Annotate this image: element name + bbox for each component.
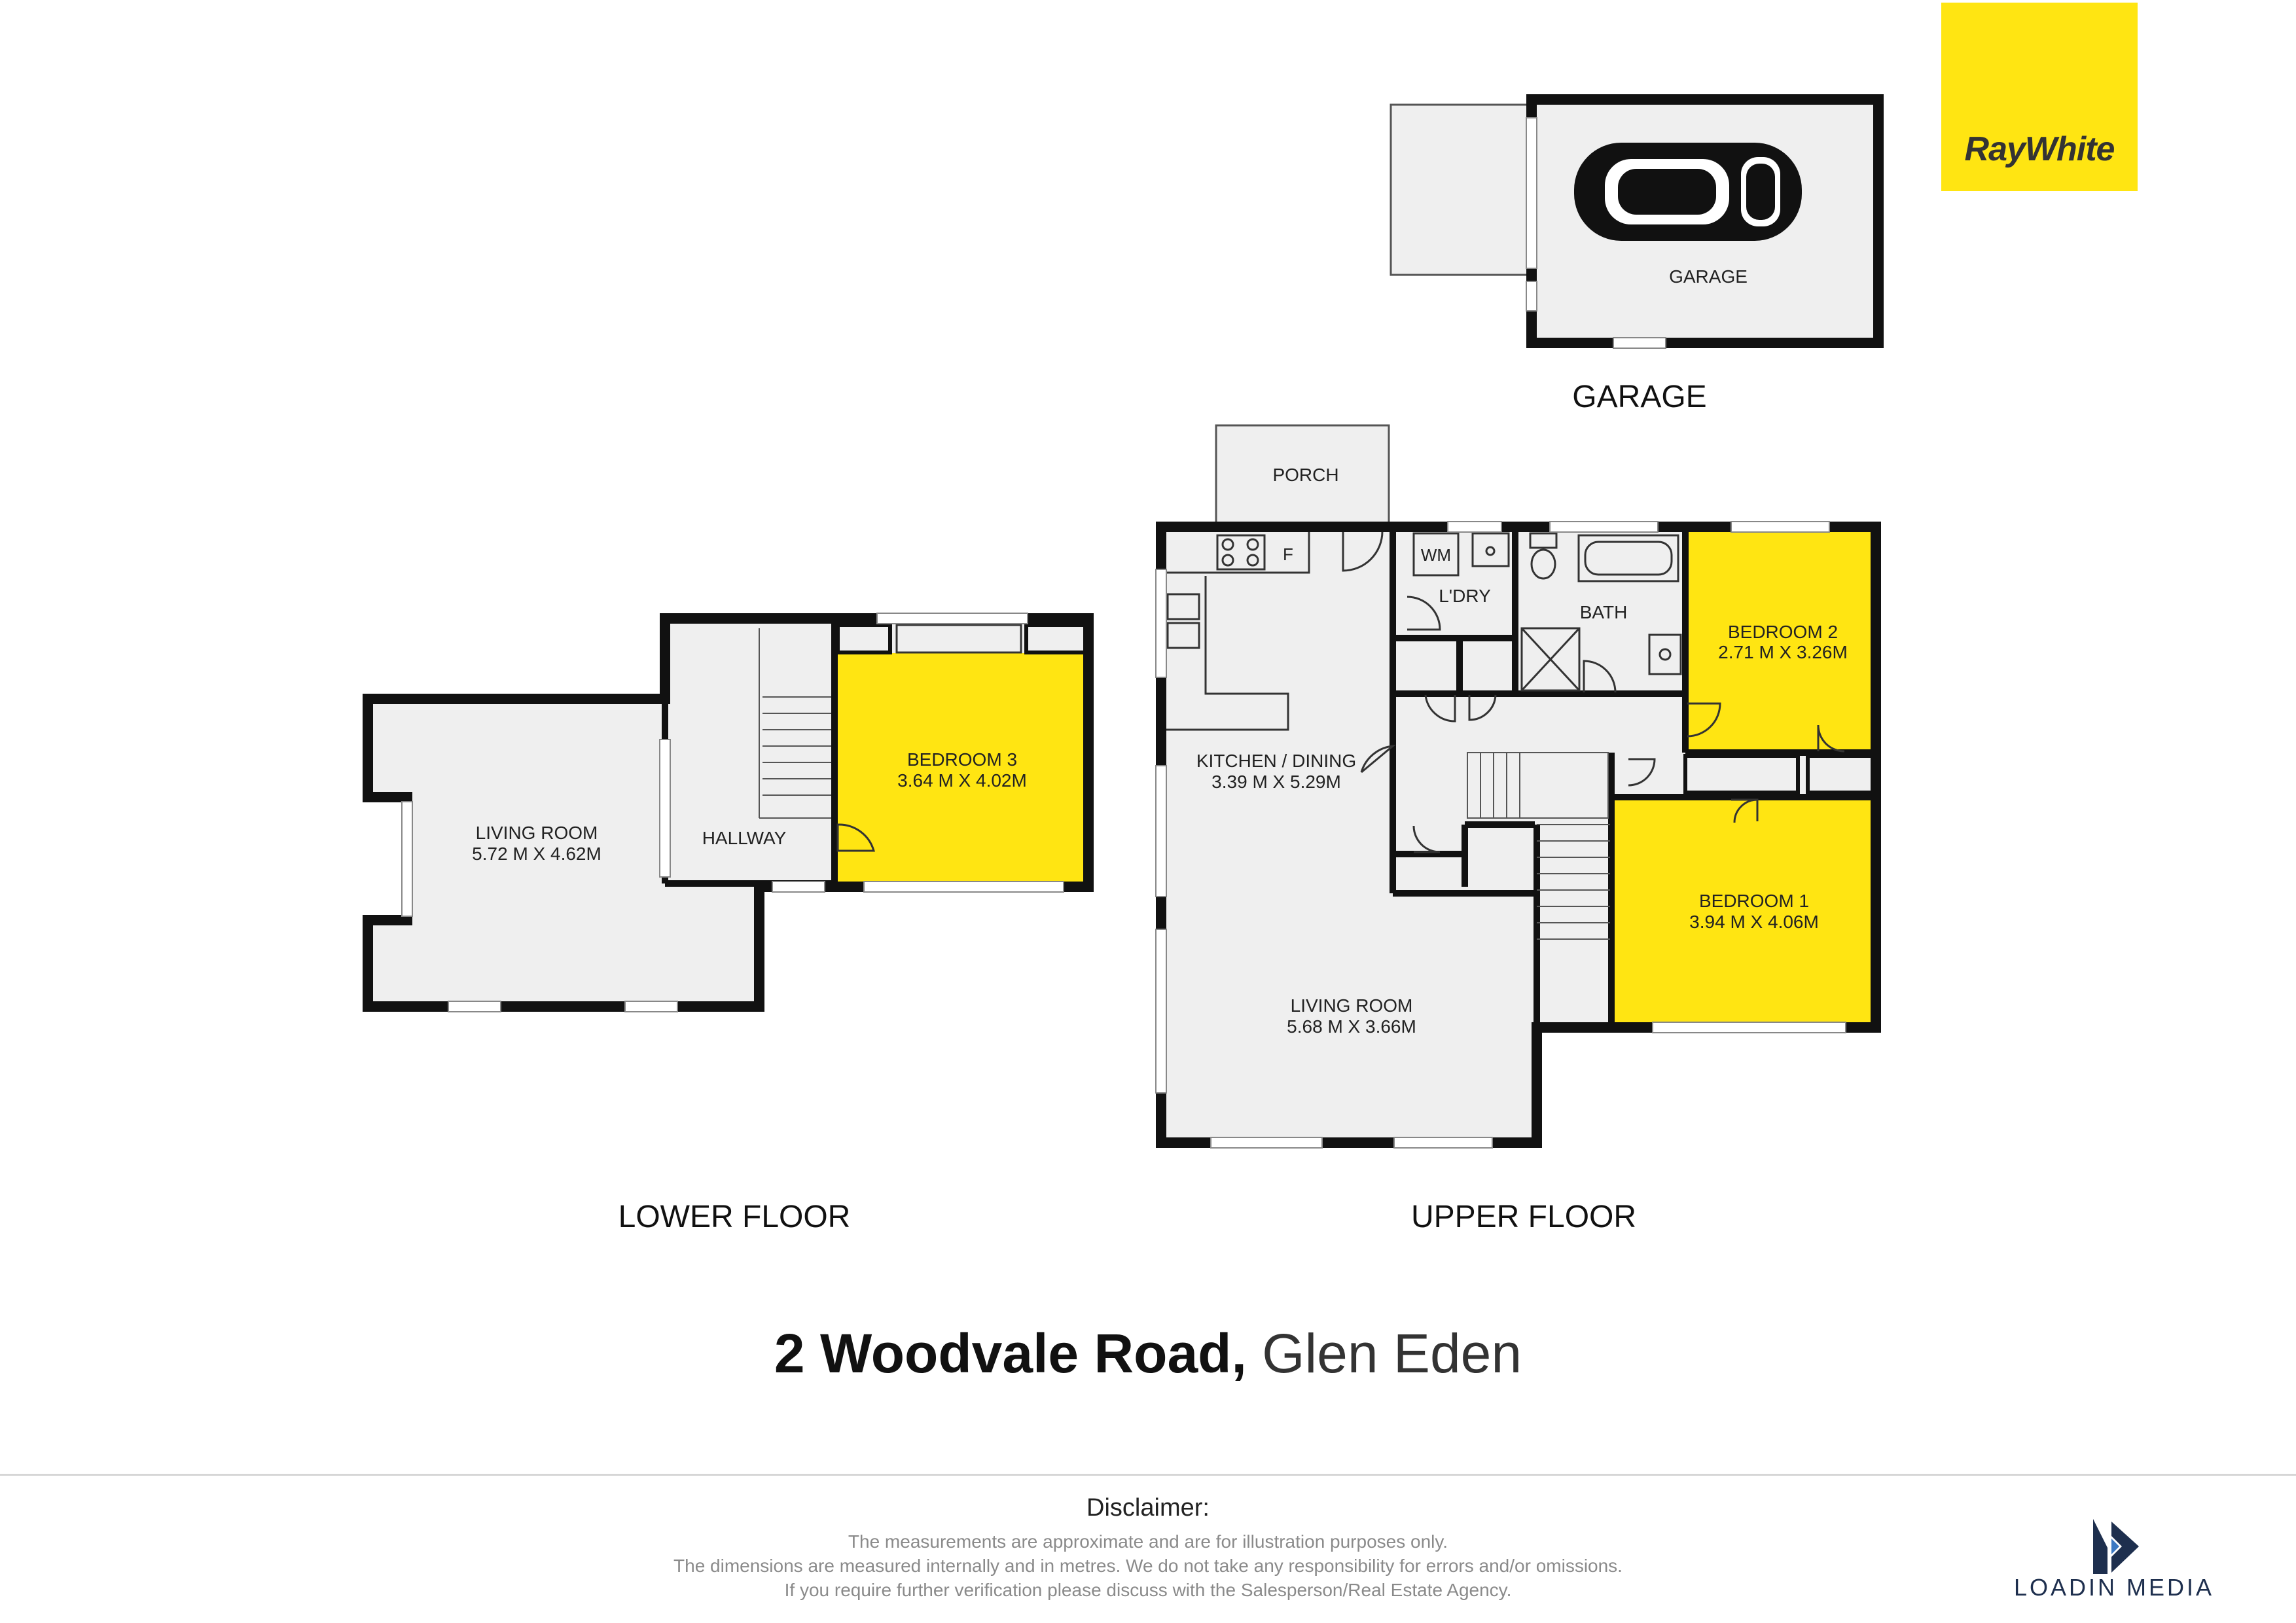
- kitchen-sink-icon: [1166, 593, 1200, 649]
- bedroom1-fill: [1611, 797, 1874, 1026]
- upper-floor-plan: PORCH: [1155, 424, 1881, 1149]
- toilet-icon: [1529, 532, 1558, 580]
- loadin-media-logo-icon: [2093, 1519, 2139, 1574]
- fridge-label: F: [1283, 544, 1293, 564]
- property-address: 2 Woodvale Road, Glen Eden: [0, 1322, 2296, 1385]
- bedroom2-fill: [1685, 529, 1874, 753]
- upper-living-name: LIVING ROOM: [1291, 995, 1413, 1016]
- upper-floor-heading: UPPER FLOOR: [1411, 1200, 1636, 1234]
- bath-label: BATH: [1580, 602, 1628, 622]
- garage-room-label: GARAGE: [1669, 266, 1748, 287]
- lower-living-size: 5.72 M X 4.62M: [472, 844, 601, 864]
- disclaimer-line: If you require further verification plea…: [784, 1580, 1512, 1600]
- garage-window: [1613, 337, 1666, 349]
- kitchen-size: 3.39 M X 5.29M: [1211, 772, 1341, 792]
- kitchen-name: KITCHEN / DINING: [1196, 751, 1356, 771]
- lower-floor-plan: LIVING ROOM 5.72 M X 4.62M HALLWAY BEDRO…: [363, 613, 1094, 1012]
- bedroom1-size: 3.94 M X 4.06M: [1689, 912, 1819, 932]
- loadin-media-name: LOADIN MEDIA: [2013, 1574, 2215, 1601]
- disclaimer-line: The dimensions are measured internally a…: [673, 1556, 1623, 1576]
- shower-icon: [1520, 627, 1581, 692]
- bedroom1-name: BEDROOM 1: [1699, 891, 1809, 911]
- lower-floor-heading: LOWER FLOOR: [619, 1200, 851, 1234]
- garage-door: [1526, 117, 1537, 269]
- disclaimer-footer: Disclaimer: The measurements are approxi…: [0, 1474, 2296, 1623]
- disclaimer-line: The measurements are approximate and are…: [848, 1531, 1448, 1552]
- bathtub-icon: [1577, 534, 1679, 582]
- upper-doors: [1342, 531, 1845, 853]
- upper-living-size: 5.68 M X 3.66M: [1287, 1016, 1416, 1037]
- floor-plan: GARAGE GARAGE PORCH: [363, 94, 1884, 1234]
- wardrobe-opening: [895, 624, 1022, 654]
- address-street: 2 Woodvale Road,: [774, 1323, 1247, 1384]
- bedroom2-size: 2.71 M X 3.26M: [1718, 642, 1848, 662]
- bedroom3-fill: [834, 653, 1087, 885]
- lower-stairs: [759, 628, 831, 819]
- bedroom3-size: 3.64 M X 4.02M: [897, 770, 1027, 791]
- upper-stairs: [1467, 752, 1610, 940]
- upper-interior-walls: [1390, 527, 1876, 1031]
- lower-windows: [401, 613, 1064, 1012]
- vanity-icon: [1648, 633, 1682, 675]
- laundry-label: L'DRY: [1439, 586, 1491, 606]
- raywhite-logo: RayWhite: [1941, 3, 2138, 191]
- porch-label: PORCH: [1272, 465, 1338, 485]
- kitchen-counter-top: [1165, 531, 1310, 574]
- disclaimer-title: Disclaimer:: [1086, 1494, 1210, 1522]
- laundry-tub-icon: [1471, 532, 1510, 567]
- bedroom2-name: BEDROOM 2: [1728, 622, 1838, 642]
- lower-exterior-walls: [363, 613, 1094, 1012]
- address-suburb: Glen Eden: [1262, 1323, 1522, 1384]
- lower-living-name: LIVING ROOM: [476, 823, 598, 843]
- bedroom3-name: BEDROOM 3: [907, 749, 1017, 770]
- washing-machine-label: WM: [1421, 545, 1451, 565]
- hallway-label: HALLWAY: [702, 828, 787, 848]
- washing-machine-icon: [1412, 532, 1460, 577]
- kitchen-bench: [1165, 576, 1289, 731]
- lower-closets: [836, 623, 1087, 654]
- upper-windows: [1155, 521, 1846, 1149]
- garage-heading: GARAGE: [1572, 380, 1706, 414]
- closet-a: [1683, 754, 1800, 794]
- garage-side-door: [1526, 281, 1537, 312]
- upper-exterior-walls: [1156, 522, 1881, 1148]
- raywhite-logo-text: RayWhite: [1964, 130, 2115, 168]
- cooktop-icon: [1216, 534, 1266, 571]
- carport-slab: [1390, 103, 1530, 276]
- garage-building: GARAGE: [1390, 94, 1884, 349]
- car-icon: [1574, 143, 1802, 241]
- bedroom3-door: [836, 823, 875, 852]
- closet-b: [1806, 754, 1875, 794]
